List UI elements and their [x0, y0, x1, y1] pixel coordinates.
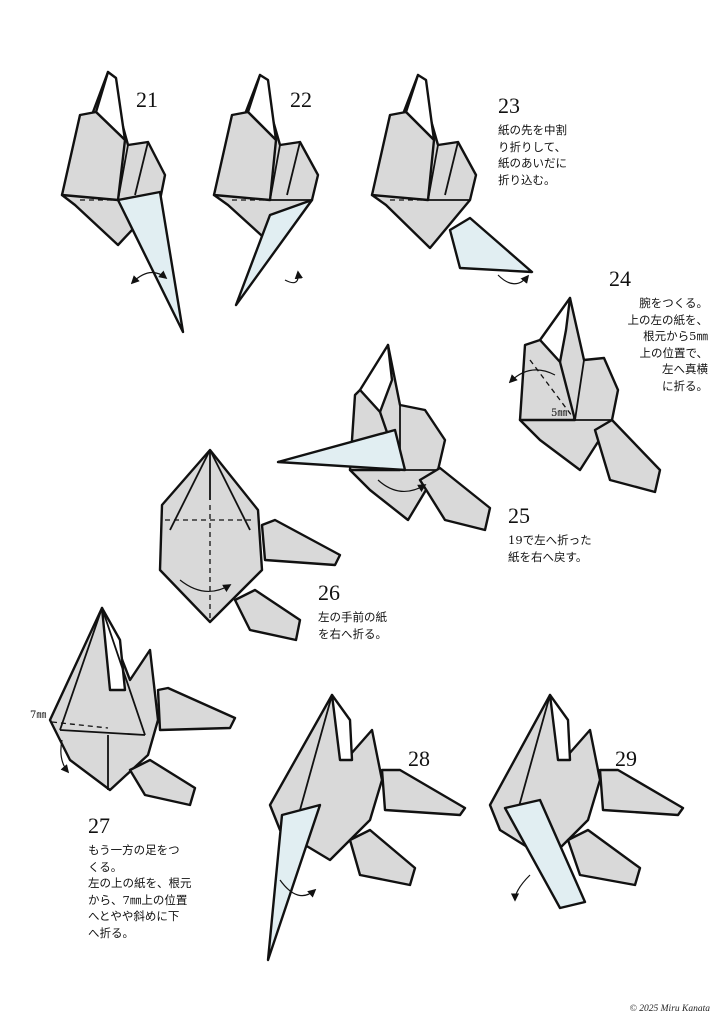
measure-24: 5㎜ [551, 408, 567, 419]
step-text-27: もう一方の足をつ くる。 左の上の紙を、根元 から、7㎜上の位置 へとやや斜めに… [88, 843, 192, 940]
step-number-23: 23 [498, 93, 520, 118]
step-text-25: 19で左へ折った 紙を右へ戻す。 [508, 533, 592, 564]
measure-27: 7㎜ [30, 710, 46, 721]
copyright: © 2025 Miru Kanata [629, 1004, 710, 1014]
step-number-25: 25 [508, 503, 530, 528]
step-number-29: 29 [615, 746, 637, 771]
figure-step-23 [370, 73, 534, 285]
figure-step-24 [508, 296, 662, 494]
figure-step-21 [60, 70, 185, 334]
figure-step-27 [48, 606, 237, 807]
step-text-24: 腕をつくる。 上の左の紙を、 根元から5㎜ 上の位置で、 左へ真横 に折る。 [627, 296, 709, 393]
step-number-24: 24 [609, 266, 631, 291]
step-number-22: 22 [290, 87, 312, 112]
step-text-23: 紙の先を中割 り折りして、 紙のあいだに 折り込む。 [498, 123, 567, 187]
figure-step-26 [158, 448, 342, 642]
step-text-26: 左の手前の紙 を右へ折る。 [318, 610, 387, 641]
step-number-26: 26 [318, 580, 340, 605]
figure-step-22 [212, 73, 320, 307]
step-number-21: 21 [136, 87, 158, 112]
figure-step-25 [276, 343, 492, 532]
step-number-28: 28 [408, 746, 430, 771]
figure-step-29 [488, 693, 685, 910]
figure-step-28 [266, 693, 467, 962]
step-number-27: 27 [88, 813, 110, 838]
